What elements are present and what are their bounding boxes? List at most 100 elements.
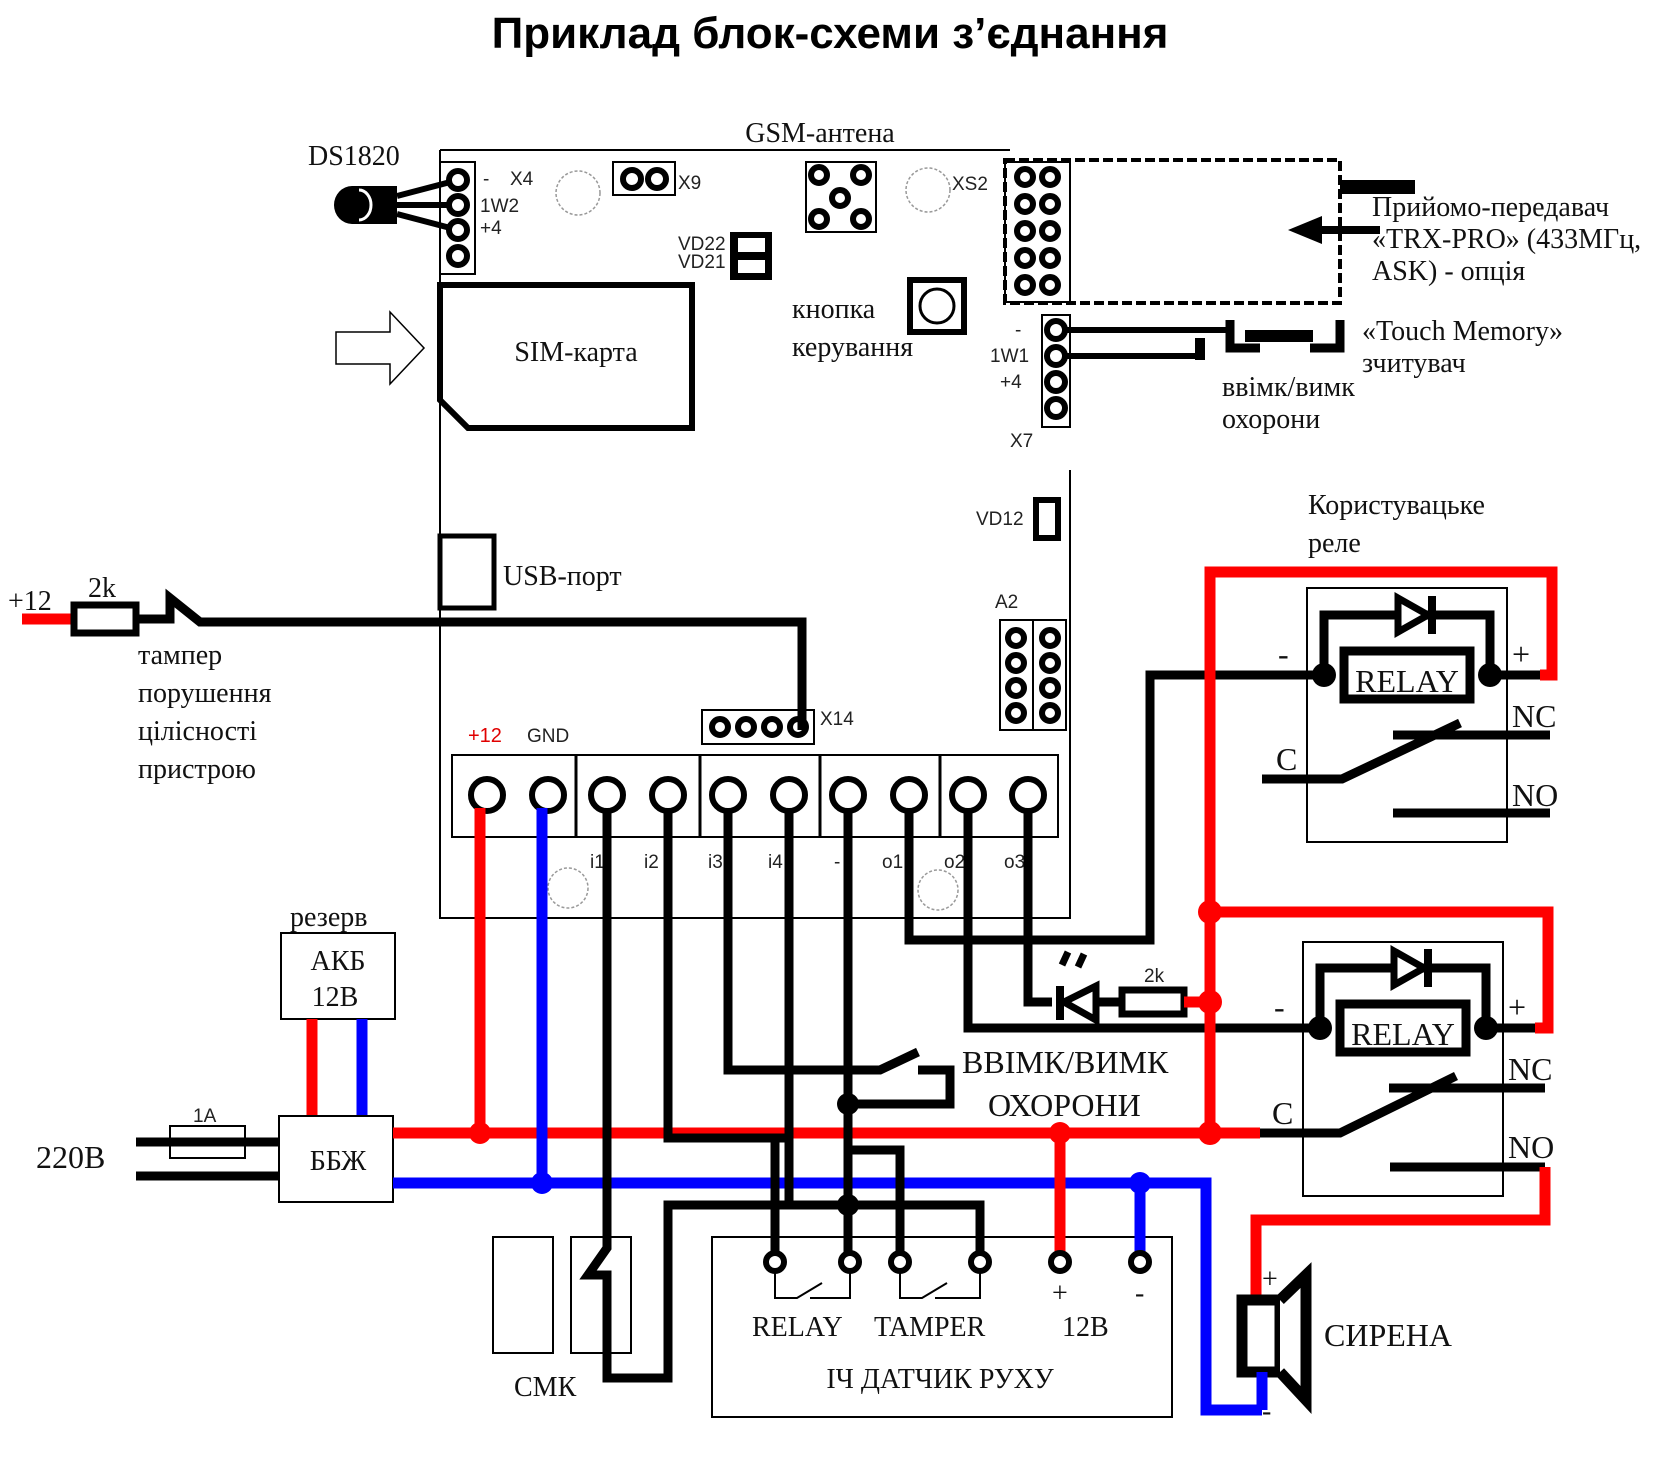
sensor-tamper-label: TAMPER: [874, 1312, 986, 1343]
controller-board: GSM-антена DS1820 - X4 1W2 +4 X9: [308, 118, 1641, 919]
usb-port-icon: [437, 533, 497, 611]
battery-label-2: 12В: [312, 982, 359, 1013]
touch-memory-label-1: «Touch Memory»: [1362, 316, 1563, 347]
relay-common-label: C: [1276, 741, 1297, 777]
tamper-resistor-label: 2k: [88, 573, 116, 604]
relay-common-label: C: [1272, 1095, 1293, 1131]
x9-connector: X9: [612, 161, 701, 196]
relay2-power-wire: [1210, 906, 1554, 1034]
relay-nc-label: NC: [1508, 1051, 1552, 1087]
relay-coil-label: RELAY: [1351, 1016, 1455, 1052]
x7-pin-plus4: +4: [1000, 372, 1022, 393]
relay-coil-label: RELAY: [1355, 663, 1459, 699]
fuse-label: 1А: [193, 1106, 217, 1127]
relay-plus-label: +: [1512, 636, 1530, 672]
tamper-link-wire: [848, 1145, 905, 1255]
a2-connector: A2: [995, 592, 1067, 731]
mounting-hole-icon: [905, 167, 951, 213]
gsm-antenna-connector: [805, 161, 877, 233]
o2-wire: [963, 810, 1320, 1033]
x4-label: X4: [510, 169, 534, 190]
user-relay-2: RELAY - + NC NO C: [1260, 941, 1554, 1197]
diode-icon: [1394, 591, 1436, 639]
control-button-label-2: керування: [792, 332, 913, 363]
o3-wire: [1023, 810, 1052, 1007]
control-button-label-1: кнопка: [792, 294, 876, 325]
terminal-pin-o1: o1: [882, 852, 903, 873]
arm-disarm-small-label-1: ввімк/вимк: [1222, 372, 1355, 403]
x14-connector: X14: [701, 709, 854, 745]
x7-pin-1w1: 1W1: [990, 346, 1029, 367]
ds1820-label: DS1820: [308, 141, 400, 172]
vd21-vd22-leds: VD22 VD21: [678, 232, 772, 280]
led-indicator-icon: 2k: [1056, 950, 1188, 1026]
touch-memory-label-2: зчитувач: [1362, 348, 1466, 379]
smk-magnetic-contact: СМК: [492, 1236, 632, 1403]
arm-disarm-label-2: ОХОРОНИ: [988, 1087, 1141, 1123]
terminal-pin-i4: i4: [768, 852, 783, 873]
sensor-minus-label: -: [1135, 1278, 1144, 1309]
arm-disarm-small-label-2: охорони: [1222, 404, 1320, 435]
vd21-label: VD21: [678, 252, 726, 273]
x7-connector: - 1W1 +4 X7: [990, 314, 1071, 452]
terminal-pin-i1: i1: [590, 852, 605, 873]
user-relay-1: Користувацьке реле RELAY - + NC NO C: [1262, 490, 1558, 843]
relay-coil: [1339, 646, 1475, 704]
psu-label: ББЖ: [310, 1146, 367, 1177]
i3-wire: [723, 810, 920, 1075]
x4-pin-minus: -: [483, 169, 489, 190]
reserve-label: резерв: [290, 902, 367, 933]
mains-label: 220В: [36, 1139, 105, 1175]
tamper-switch-wire: [136, 588, 807, 730]
a2-label: A2: [995, 592, 1018, 613]
vd22-label: VD22: [678, 234, 726, 255]
x4-pin-plus4: +4: [480, 218, 502, 239]
terminal-block: +12 GND i1 i2 i3 i4 - o1 o2 o3: [451, 725, 1059, 911]
gsm-antenna-label: GSM-антена: [745, 118, 895, 149]
terminal-plus12-label: +12: [468, 725, 502, 747]
arm-disarm-label-1: ВВІМК/ВИМК: [962, 1044, 1169, 1080]
tamper-voltage-label: +12: [8, 586, 52, 617]
siren-positive-wire: [1250, 1167, 1551, 1300]
relay-no-label: NO: [1508, 1129, 1554, 1165]
sim-card-label: SIM-карта: [514, 337, 638, 368]
resistor-icon: [1118, 986, 1188, 1018]
user-relay-caption-1: Користувацьке: [1308, 490, 1485, 521]
sensor-name-label: ІЧ ДАТЧИК РУХУ: [826, 1364, 1053, 1395]
x7-pin-minus: -: [1015, 320, 1021, 341]
diagram-title: Приклад блок-схеми з’єднання: [492, 9, 1169, 58]
relay-nc-label: NC: [1512, 698, 1556, 734]
tamper-circuit: +12 2k тампер порушення цілісності прист…: [8, 573, 807, 785]
smk-label: СМК: [514, 1372, 577, 1403]
i1-smk-wire: [579, 810, 985, 1383]
x9-label: X9: [678, 173, 701, 194]
tamper-caption-2: порушення: [138, 678, 272, 709]
relay-minus-label: -: [1278, 636, 1289, 672]
x7-label: X7: [1010, 431, 1033, 452]
psu-box: [278, 1115, 394, 1203]
xs2-label: XS2: [952, 174, 988, 195]
vd12-led-icon: [1033, 497, 1061, 541]
control-button: кнопка керування: [792, 277, 967, 363]
arm-switch-wire: [848, 1065, 955, 1109]
transceiver-label-3: ASK) - опція: [1372, 256, 1525, 287]
siren-label: СИРЕНА: [1324, 1317, 1452, 1353]
sensor-voltage-label: 12В: [1062, 1312, 1109, 1343]
terminal-pin-o3: o3: [1004, 852, 1025, 873]
siren-plus-label: +: [1262, 1264, 1278, 1295]
siren-minus-label: -: [1262, 1396, 1271, 1427]
usb-port-label: USB-порт: [503, 561, 622, 592]
resistor-icon: [70, 601, 140, 637]
tamper-caption-3: цілісності: [138, 716, 257, 747]
tamper-caption-1: тампер: [138, 640, 222, 671]
x14-label: X14: [820, 709, 854, 730]
relay-minus-label: -: [1274, 989, 1285, 1025]
power-supply: резерв АКБ 12В ББЖ 1А 220В: [36, 902, 396, 1203]
transceiver-module: Прийомо-передавач «TRX-PRO» (433МГц, ASK…: [1003, 158, 1641, 305]
terminal-gnd-label: GND: [527, 726, 569, 747]
terminal-pin-i3: i3: [708, 852, 723, 873]
transceiver-label-1: Прийомо-передавач: [1372, 192, 1609, 223]
terminal-pin-o2: o2: [944, 852, 965, 873]
relay1-power-wire: [1204, 566, 1558, 1133]
